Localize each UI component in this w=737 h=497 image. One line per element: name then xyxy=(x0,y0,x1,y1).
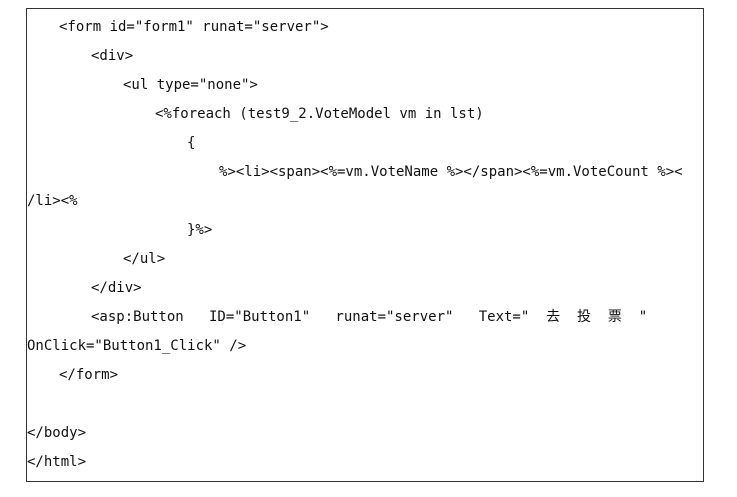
code-line-12: OnClick="Button1_Click" /> xyxy=(27,338,247,354)
code-line-5: { xyxy=(187,135,196,151)
code-line-7: /li><% xyxy=(27,193,78,209)
code-line-9: </ul> xyxy=(123,251,166,267)
code-line-10: </div> xyxy=(91,280,142,296)
code-line-4: <%foreach (test9_2.VoteModel vm in lst) xyxy=(155,106,484,122)
code-line-1: <form id="form1" runat="server"> xyxy=(59,19,329,35)
code-listing-box: <form id="form1" runat="server"> <div> <… xyxy=(26,8,704,482)
code-line-11: <asp:Button ID="Button1" runat="server" … xyxy=(91,309,648,325)
code-line-8: }%> xyxy=(187,222,213,238)
code-line-13: </form> xyxy=(59,367,119,383)
code-line-15: </body> xyxy=(27,425,87,441)
code-line-2: <div> xyxy=(91,48,134,64)
code-line-16: </html> xyxy=(27,454,87,470)
code-line-3: <ul type="none"> xyxy=(123,77,258,93)
code-line-6: %><li><span><%=vm.VoteName %></span><%=v… xyxy=(219,164,683,180)
